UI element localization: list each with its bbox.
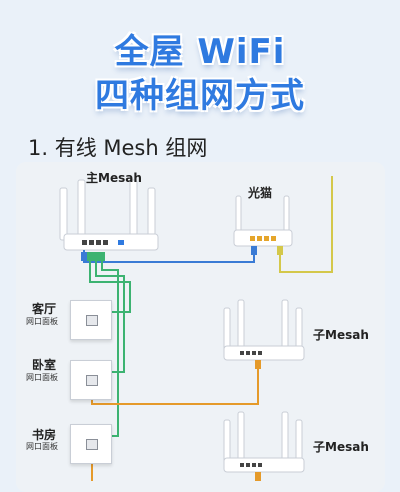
cable-bedroom-to-sub1 <box>91 362 259 405</box>
main-router-icon <box>59 179 159 251</box>
wall-plate-study <box>70 424 112 464</box>
sub-router-2-label: 子Mesah <box>313 440 369 454</box>
cables <box>83 176 333 481</box>
title-line-1: 全屋 WiFi <box>114 32 286 72</box>
ethernet-port-icon <box>86 375 98 386</box>
room-label-bedroom: 卧室 <box>32 358 57 372</box>
wall-plate-living-room <box>70 300 112 340</box>
section-title: 1. 有线 Mesh 组网 <box>28 136 208 160</box>
network-diagram <box>59 176 333 481</box>
title-line-2: 四种组网方式 <box>95 76 305 116</box>
cable-fiber <box>279 176 333 273</box>
cable-living-room <box>89 252 131 313</box>
plate-label-study: 网口面板 <box>26 442 58 451</box>
plug-icons <box>81 246 283 481</box>
cable-study <box>100 252 119 437</box>
modem-label: 光猫 <box>248 186 273 200</box>
sub-router-1-label: 子Mesah <box>313 328 369 342</box>
plate-label-living: 网口面板 <box>26 317 58 326</box>
wall-plate-bedroom <box>70 360 112 400</box>
sub-router-2-icon <box>223 411 305 473</box>
modem-icon <box>233 195 293 247</box>
main-router-label: 主Mesah <box>86 171 142 185</box>
room-label-study: 书房 <box>32 428 57 442</box>
cable-bedroom <box>95 252 125 373</box>
room-label-living: 客厅 <box>32 302 57 316</box>
ethernet-port-icon <box>86 439 98 450</box>
ethernet-port-icon <box>86 315 98 326</box>
sub-router-1-icon <box>223 299 305 361</box>
plate-label-bedroom: 网口面板 <box>26 373 58 382</box>
